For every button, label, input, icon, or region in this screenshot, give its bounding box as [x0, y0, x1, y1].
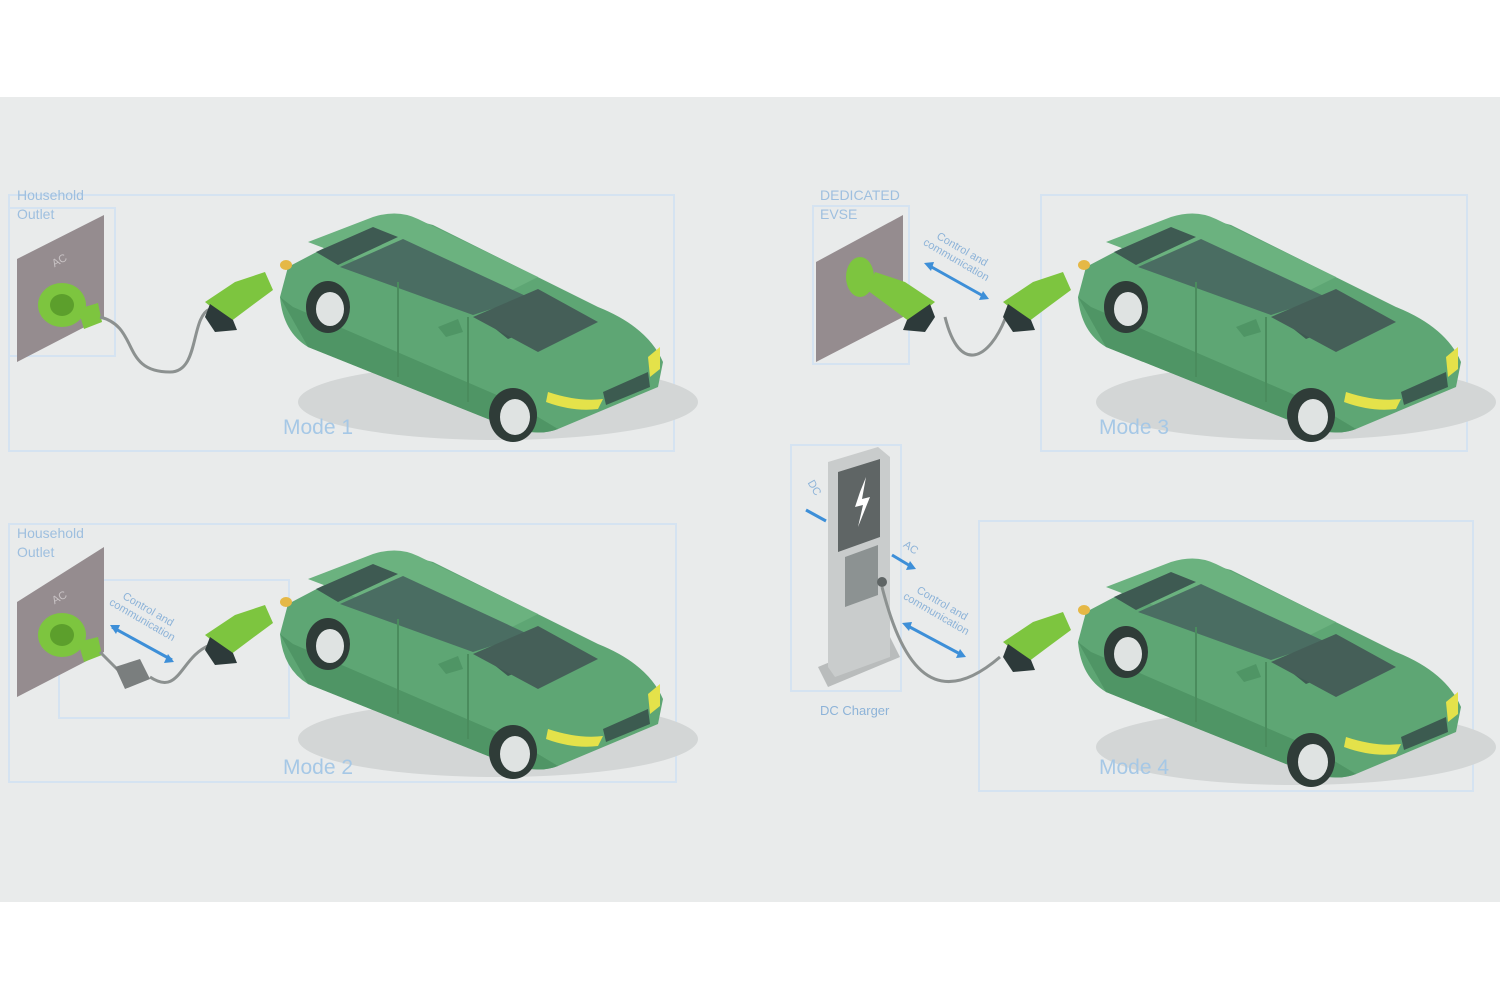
dc-charger-frame: [790, 444, 902, 692]
mode2-illustration: [17, 547, 699, 780]
mode4-frame: [978, 520, 1474, 792]
dc-charger-label: DC Charger: [820, 703, 890, 718]
mode1-outlet-frame: [8, 207, 116, 357]
mode2-source-label: Household Outlet: [17, 525, 84, 560]
mode3-source-label: DEDICATED EVSE: [820, 187, 900, 222]
diagram-stage: Household Outlet AC Mode 1 Household Out…: [0, 97, 1500, 902]
mode3-frame: [1040, 194, 1468, 452]
illustration: [17, 212, 1497, 788]
mode3-illustration: [816, 212, 1497, 443]
mode1-label: Mode 1: [283, 416, 354, 439]
mode3-label: Mode 3: [1099, 416, 1170, 439]
mode2-frame: [8, 523, 677, 783]
mode4-label: Mode 4: [1099, 756, 1170, 779]
mode2-label: Mode 2: [283, 756, 354, 779]
mode4-illustration: [805, 447, 1497, 788]
mode1-illustration: [17, 212, 699, 443]
mode1-source-label: Household Outlet: [17, 187, 84, 222]
